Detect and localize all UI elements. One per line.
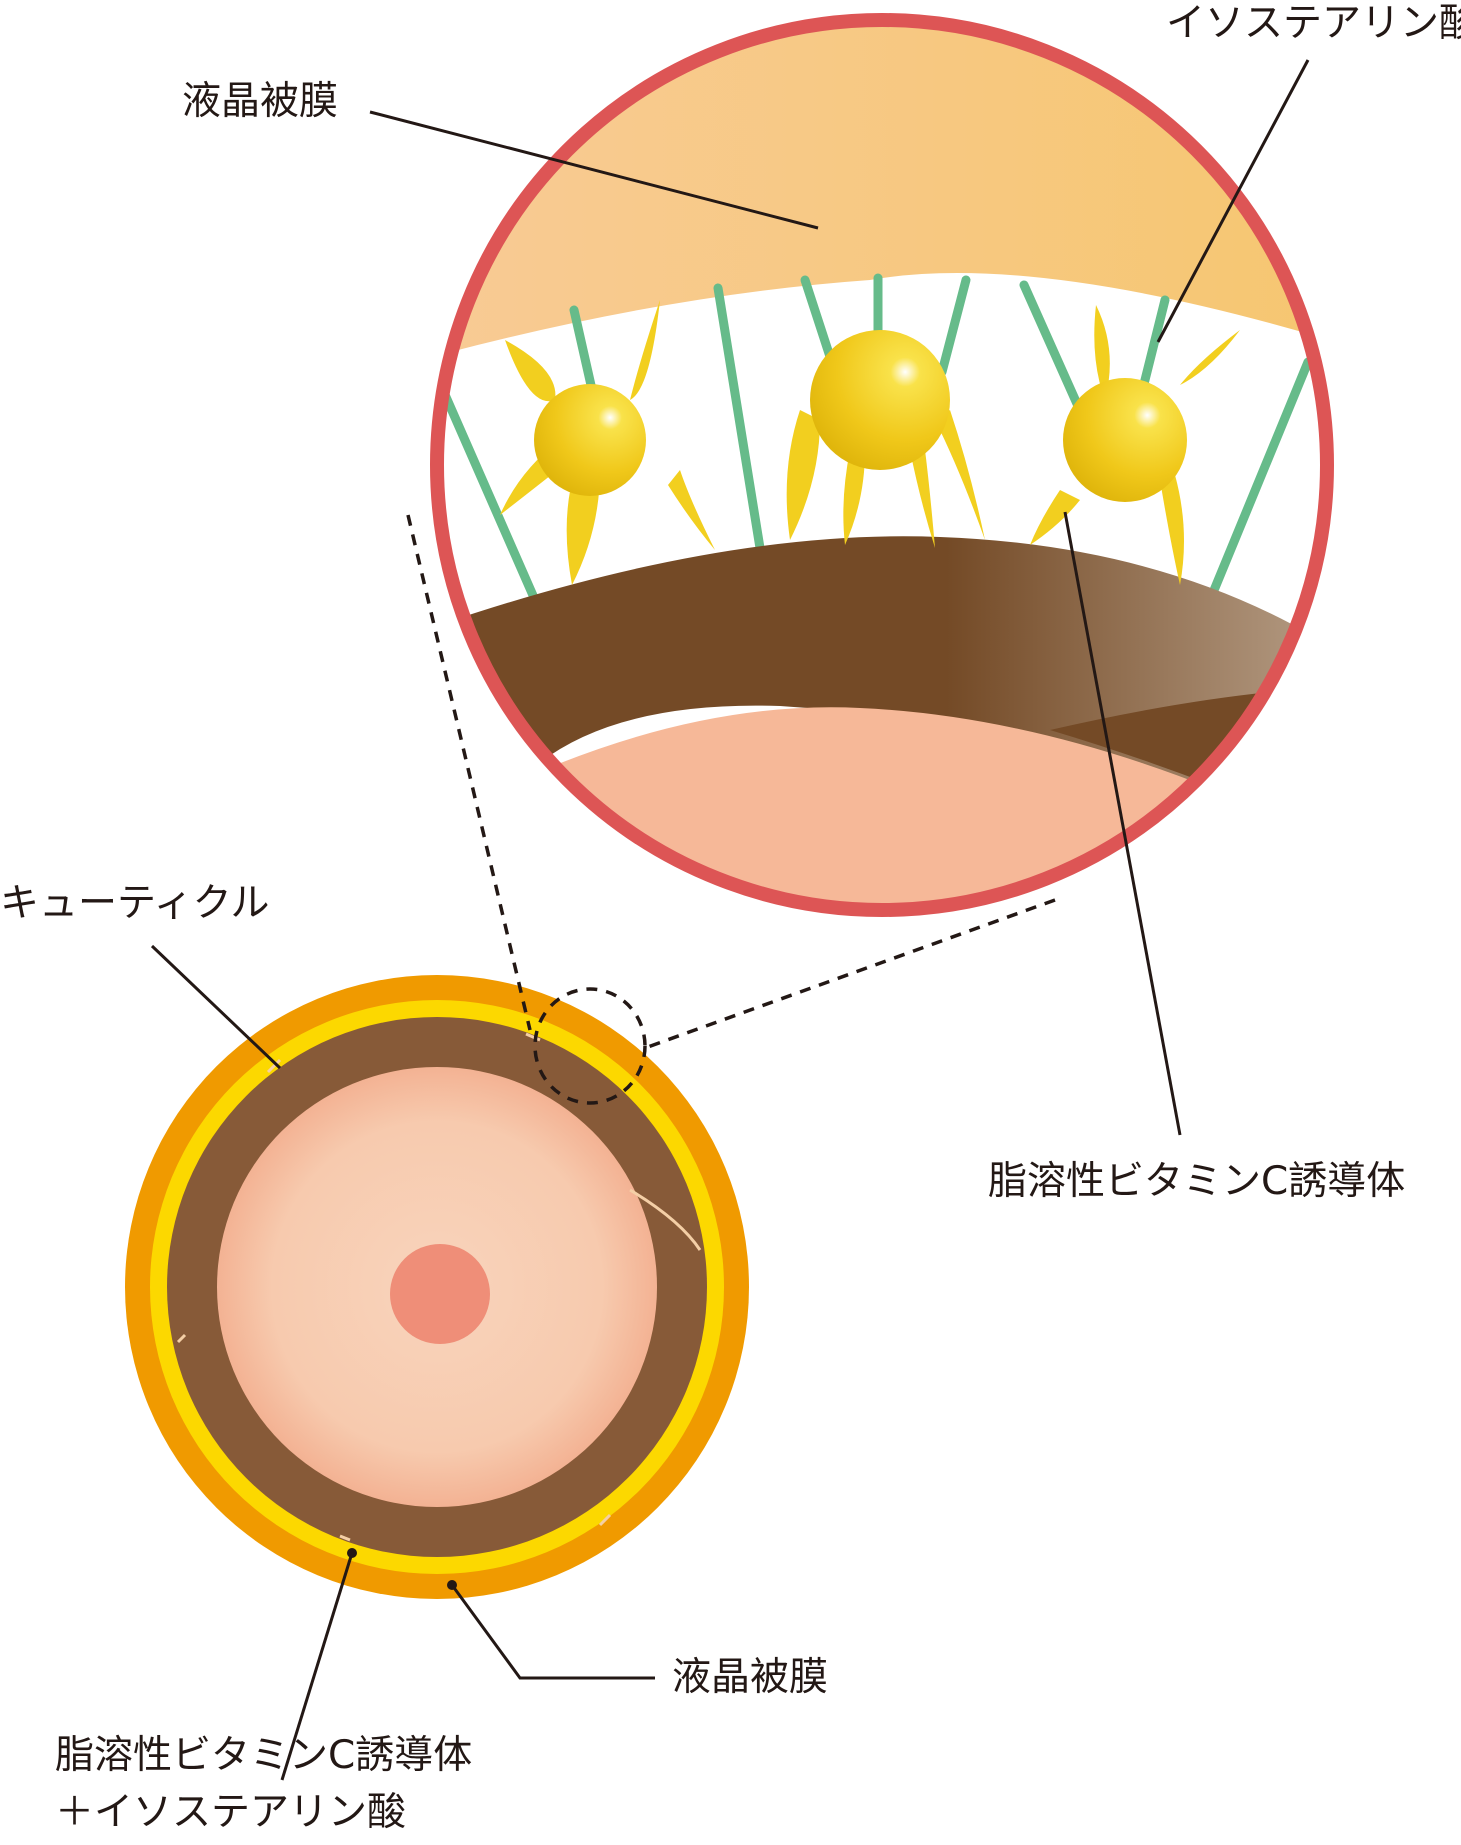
- molecule-left: [500, 300, 715, 585]
- label-combo-line2: ＋イソステアリン酸: [55, 1790, 406, 1835]
- zoom-circle: [430, 13, 1334, 917]
- label-zoom-isostearic-acid: イソステアリン酸: [1166, 1, 1461, 46]
- zoom-connector-lines: [406, 514, 1056, 1050]
- label-zoom-vitamin-c-derivative: 脂溶性ビタミンC誘導体: [988, 1159, 1405, 1204]
- zoom-ring: [430, 13, 1334, 917]
- molecule-center: [786, 330, 985, 548]
- hair-cross-section: [125, 975, 749, 1599]
- zoom-source-outline: [533, 987, 647, 1105]
- label-bottom-liquid-crystal: 液晶被膜: [672, 1655, 828, 1700]
- cuticle-scale-marks: [176, 1032, 702, 1542]
- molecule-right: [1030, 305, 1240, 585]
- label-zoom-liquid-crystal: 液晶被膜: [182, 79, 338, 124]
- label-cuticle: キューティクル: [0, 881, 270, 926]
- leader-lines: [150, 59, 1310, 1781]
- medulla: [390, 1244, 490, 1344]
- zoom-vitamin-c-molecules: [500, 300, 1240, 585]
- label-combo-line1: 脂溶性ビタミンC誘導体: [55, 1733, 472, 1778]
